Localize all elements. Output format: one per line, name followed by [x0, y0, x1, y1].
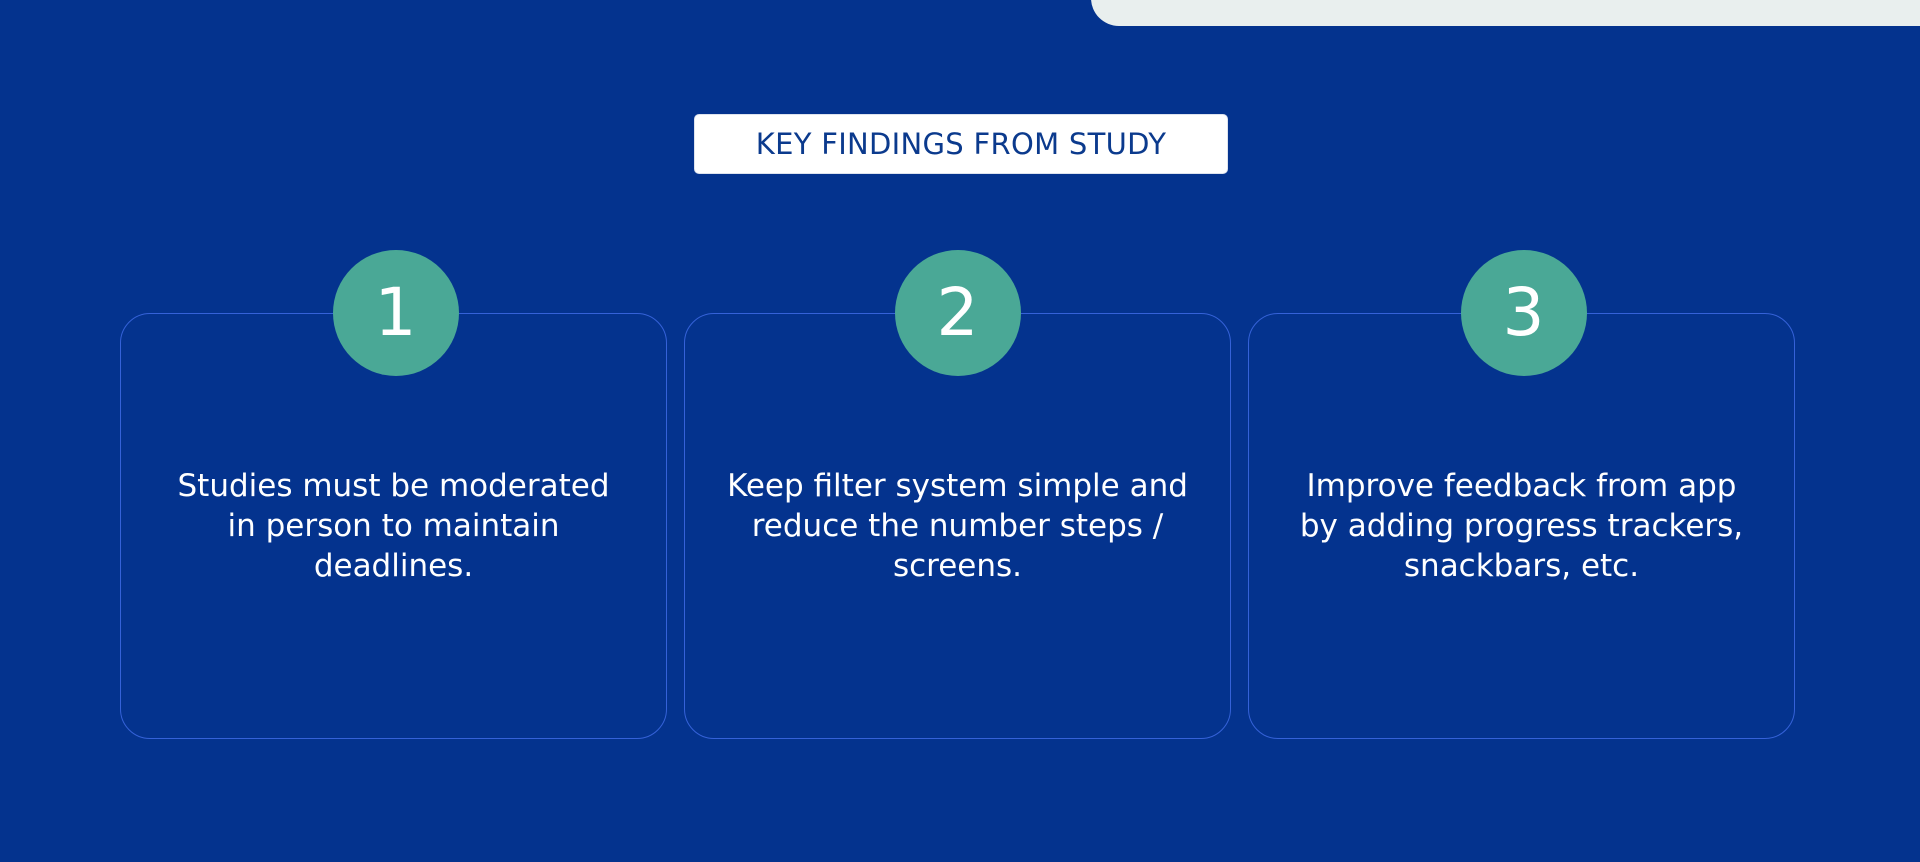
finding-card-3: 3 Improve feedback from app by adding pr… — [1248, 250, 1795, 739]
finding-number-badge: 3 — [1460, 250, 1587, 376]
finding-text: Studies must be moderated in person to m… — [177, 468, 610, 584]
finding-text: Keep filter system simple and reduce the… — [727, 468, 1188, 584]
finding-number-badge: 2 — [894, 250, 1021, 376]
section-title-pill: KEY FINDINGS FROM STUDY — [694, 114, 1228, 174]
finding-number: 3 — [1502, 274, 1545, 351]
section-title: KEY FINDINGS FROM STUDY — [755, 127, 1167, 161]
finding-card-2: 2 Keep filter system simple and reduce t… — [684, 250, 1231, 739]
top-panel — [1091, 0, 1920, 26]
finding-number: 1 — [374, 274, 417, 351]
finding-number-badge: 1 — [332, 250, 459, 376]
finding-number: 2 — [936, 274, 979, 351]
finding-card-1: 1 Studies must be moderated in person to… — [120, 250, 667, 739]
finding-text: Improve feedback from app by adding prog… — [1299, 468, 1744, 584]
